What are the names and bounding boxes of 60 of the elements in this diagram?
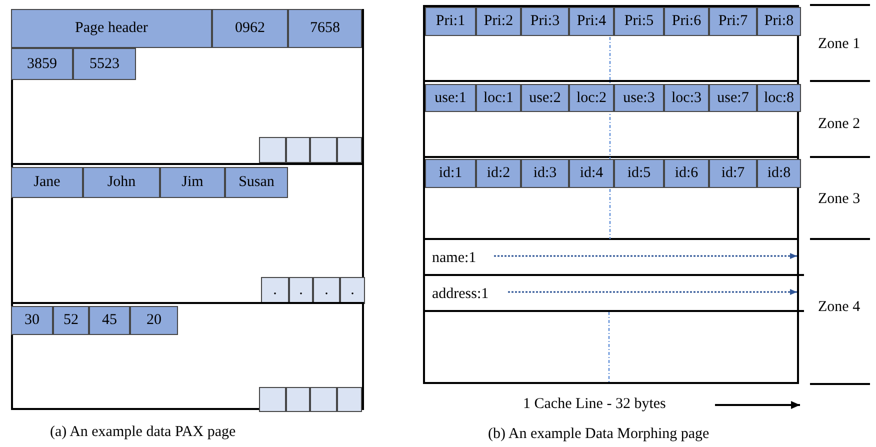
empty-slot	[286, 137, 310, 163]
data-cell: Pri:6	[664, 7, 709, 36]
data-cell: id:7	[709, 159, 757, 188]
figure-caption: (b) An example Data Morphing page	[488, 426, 710, 443]
data-cell: id:8	[757, 159, 801, 188]
data-cell: Jane	[11, 167, 83, 198]
arrow	[494, 253, 797, 259]
data-cell: Pri:5	[614, 7, 664, 36]
data-cell: .	[340, 277, 365, 304]
data-cell: use:1	[425, 84, 476, 112]
data-cell: id:6	[664, 159, 709, 188]
data-cell: loc:3	[664, 84, 709, 112]
data-cell: John	[83, 167, 160, 198]
data-cell: Jim	[160, 167, 225, 198]
empty-slot	[337, 137, 362, 163]
minipage-section	[11, 163, 364, 302]
arrow	[508, 289, 797, 295]
data-cell: Pri:1	[425, 7, 476, 36]
data-cell: loc:1	[476, 84, 521, 112]
data-cell: Pri:8	[757, 7, 801, 36]
zone-label: Zone 3	[818, 191, 860, 208]
field-label: address:1	[432, 281, 510, 307]
data-cell: .	[261, 277, 289, 304]
dimension-note: 1 Cache Line - 32 bytes	[523, 396, 666, 413]
data-cell: .	[289, 277, 313, 304]
data-cell: Pri:4	[569, 7, 614, 36]
data-cell: use:3	[614, 84, 664, 112]
zone-label: Zone 1	[818, 36, 860, 53]
data-cell: Pri:3	[521, 7, 569, 36]
data-cell: 7658	[288, 9, 362, 48]
field-label: name:1	[432, 245, 496, 271]
data-cell: Pri:2	[476, 7, 521, 36]
data-cell: 20	[130, 306, 178, 335]
data-cell: Pri:7	[709, 7, 757, 36]
data-cell: id:2	[476, 159, 521, 188]
zone-label: Zone 4	[818, 299, 860, 316]
data-cell: 3859	[11, 48, 73, 80]
data-cell: id:1	[425, 159, 476, 188]
empty-slot	[286, 387, 310, 412]
data-cell: use:7	[709, 84, 757, 112]
data-cell: Susan	[225, 167, 288, 198]
page-frame	[423, 5, 799, 384]
data-cell: 5523	[73, 48, 136, 80]
data-cell: id:3	[521, 159, 569, 188]
data-cell: id:4	[569, 159, 614, 188]
minipage-section	[11, 302, 364, 410]
data-cell: 30	[11, 306, 53, 335]
data-cell: loc:8	[757, 84, 801, 112]
minipage-section	[11, 9, 364, 163]
figure-caption: (a) An example data PAX page	[50, 424, 236, 441]
data-cell: Page header	[11, 9, 212, 48]
data-cell: 0962	[212, 9, 288, 48]
data-cell: 45	[89, 306, 130, 335]
zone-label: Zone 2	[818, 116, 860, 133]
data-cell: use:2	[521, 84, 569, 112]
data-cell: loc:2	[569, 84, 614, 112]
page-frame	[11, 9, 364, 410]
data-cell: id:5	[614, 159, 664, 188]
data-cell: .	[313, 277, 340, 304]
data-cell: 52	[53, 306, 89, 335]
